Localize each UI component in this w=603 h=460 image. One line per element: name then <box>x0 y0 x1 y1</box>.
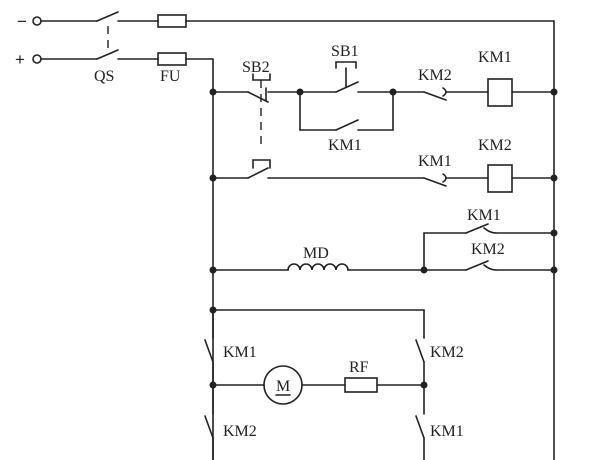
sb2-label: SB2 <box>242 59 270 76</box>
km1-interlock-label: KM1 <box>418 153 452 170</box>
rung-2 <box>209 159 558 193</box>
fu-label: FU <box>160 68 181 85</box>
plus-sign: + <box>15 50 25 69</box>
md-label: MD <box>303 245 329 262</box>
km2-md-label: KM2 <box>471 241 505 258</box>
km1-md-label: KM1 <box>467 207 501 224</box>
md-inductor <box>287 263 349 271</box>
supply-negative-line <box>32 11 555 28</box>
km1-right-label: KM1 <box>430 423 464 440</box>
motor-label: M <box>276 378 290 395</box>
sb1-label: SB1 <box>331 43 359 60</box>
minus-sign: − <box>17 12 27 31</box>
rung-1 <box>209 61 558 150</box>
rf-resistor <box>344 377 378 393</box>
qs-label: QS <box>94 68 114 85</box>
km2-coil-label: KM2 <box>478 137 512 154</box>
km2-right-label: KM2 <box>430 344 464 361</box>
km1-coil-label: KM1 <box>478 49 512 66</box>
supply-positive-line <box>32 49 214 66</box>
km2-left-label: KM2 <box>223 423 257 440</box>
rf-label: RF <box>349 359 369 376</box>
motor-bridge <box>204 306 428 460</box>
rung-3 <box>209 223 558 274</box>
km2-interlock-label: KM2 <box>418 67 452 84</box>
km1-left-label: KM1 <box>223 344 257 361</box>
km1-hold-label: KM1 <box>328 137 362 154</box>
